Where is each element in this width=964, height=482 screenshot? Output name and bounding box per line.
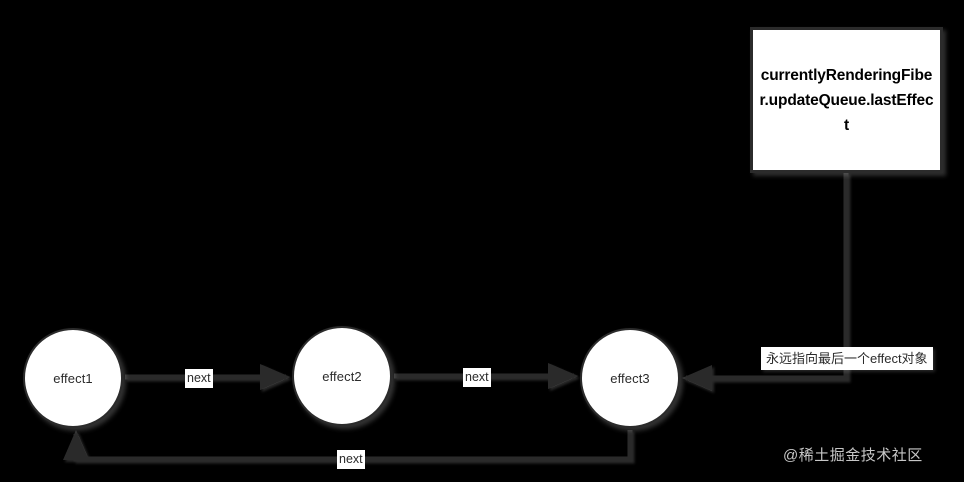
node-effect1-label: effect1: [53, 370, 93, 386]
watermark: @稀土掘金技术社区: [783, 444, 923, 465]
edge-label-next-3-text: next: [339, 452, 363, 466]
node-effect3[interactable]: effect3: [580, 328, 680, 428]
edge-label-pointer-note: 永远指向最后一个effect对象: [761, 347, 933, 370]
node-effect2[interactable]: effect2: [292, 326, 392, 426]
node-effect2-label: effect2: [322, 368, 362, 384]
watermark-text: @稀土掘金技术社区: [783, 447, 923, 464]
edge-label-next-1-text: next: [187, 371, 211, 385]
edge-label-next-3: next: [337, 450, 365, 469]
node-effect1[interactable]: effect1: [23, 328, 123, 428]
pointer-box[interactable]: currentlyRenderingFiber.updateQueue.last…: [750, 27, 943, 173]
edge-pointerbox-effect3: [681, 173, 849, 391]
edge-label-next-2: next: [463, 368, 491, 387]
edge-label-pointer-note-text: 永远指向最后一个effect对象: [766, 351, 928, 366]
node-effect3-label: effect3: [610, 370, 650, 386]
edge-label-next-1: next: [185, 369, 213, 388]
edge-label-next-2-text: next: [465, 370, 489, 384]
pointer-box-label: currentlyRenderingFiber.updateQueue.last…: [759, 66, 934, 134]
